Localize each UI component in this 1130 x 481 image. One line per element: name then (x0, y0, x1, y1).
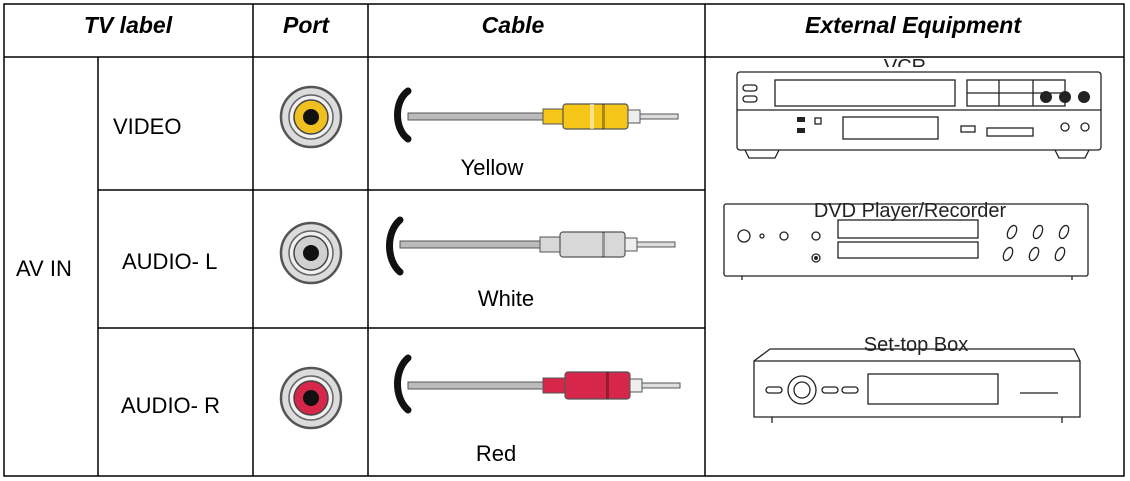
dvd-player-device-icon (723, 203, 1089, 280)
rca-cable-red-icon (394, 354, 681, 414)
cable-label-yellow: Yellow (460, 155, 524, 180)
rca-cable-yellow-icon (394, 87, 679, 143)
rca-cable-white-icon (386, 216, 676, 276)
cable-label-white: White (477, 286, 535, 311)
vcr-device-icon (736, 71, 1102, 159)
rca-port-white-icon (279, 221, 343, 285)
equipment-label-vcr: VCR (883, 56, 927, 67)
av-in-label: AV IN (16, 256, 72, 281)
port-name-video: VIDEO (113, 114, 182, 139)
header-external-equipment: External Equipment (805, 12, 1021, 38)
cable-label-red: Red (475, 441, 517, 466)
header-cable: Cable (481, 12, 545, 38)
rca-port-red-icon (279, 366, 343, 430)
rca-port-yellow-icon (279, 85, 343, 149)
port-name-audio-l: AUDIO- L (122, 249, 218, 274)
set-top-box-device-icon (753, 348, 1081, 423)
header-tv-label: TV label (83, 12, 173, 38)
equipment-label-dvd: DVD Player/Recorder (813, 200, 1007, 222)
equipment-label-set-top-box: Set-top Box (863, 334, 969, 356)
port-name-audio-r: AUDIO- R (121, 393, 220, 418)
header-port: Port (283, 12, 329, 38)
